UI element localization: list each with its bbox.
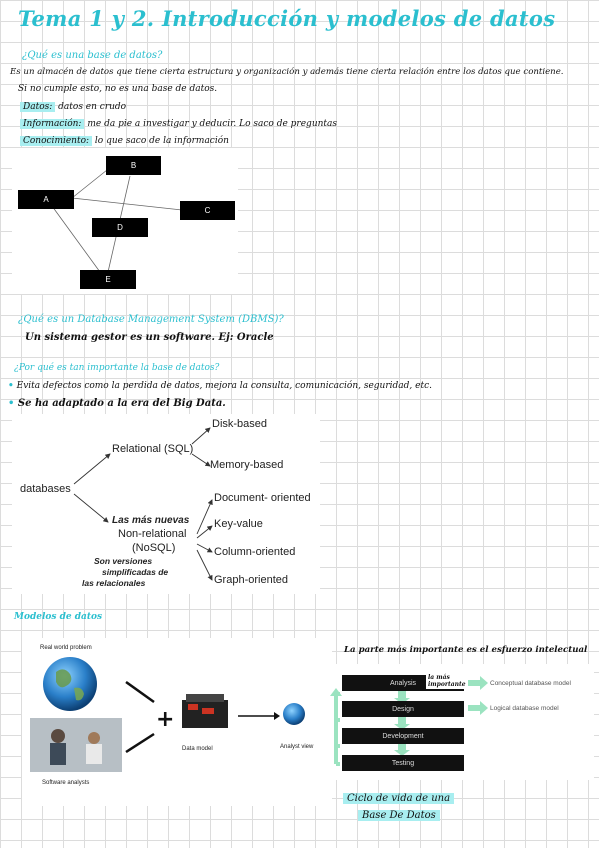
label-real-world: Real world problem: [40, 645, 92, 651]
importance-bullet-2: • Se ha adaptado a la era del Big Data.: [8, 398, 226, 409]
label-software-analysts: Software analysts: [42, 780, 90, 786]
edge-a-e: [51, 205, 101, 273]
analysis-note-line2: importante: [428, 680, 466, 688]
question-importance: ¿Por qué es tan importante la base de da…: [14, 363, 220, 373]
node-c: C: [180, 201, 235, 220]
bullet-text: Se ha adaptado a la era del Big Data.: [17, 398, 226, 409]
importance-bullet-1: • Evita defectos como la perdida de dato…: [8, 381, 432, 391]
taxonomy-memory-based: Memory-based: [210, 459, 284, 471]
taxonomy-document: Document- oriented: [214, 492, 311, 504]
step-design: Design: [342, 701, 464, 717]
node-d: D: [92, 218, 148, 237]
plus-icon: +: [156, 707, 174, 732]
taxonomy-relational: Relational (SQL): [112, 443, 194, 455]
term-datos: Datos: datos en crudo: [20, 102, 126, 112]
lifecycle-caption-2: Base De Datos: [358, 810, 440, 821]
data-model-graphics: +: [30, 657, 305, 772]
taxonomy-nonrel-note: Las más nuevas: [112, 515, 190, 526]
database-definition: Es un almacén de datos que tiene cierta …: [10, 67, 564, 77]
lifecycle-diagram: Analysis la más importante Design Develo…: [322, 664, 594, 780]
taxonomy-nonrel-line2: (NoSQL): [132, 542, 176, 554]
edge-a-c: [71, 197, 183, 211]
term-conocimiento: Conocimiento: lo que saco de la informac…: [20, 136, 229, 146]
term-desc: me da pie a investigar y deducir. Lo sac…: [87, 119, 338, 129]
taxonomy-simpl-note-2: simplificadas de: [102, 567, 169, 577]
node-e: E: [80, 270, 136, 289]
database-note: Si no cumple esto, no es una base de dat…: [18, 84, 218, 94]
term-informacion: Información: me da pie a investigar y de…: [20, 119, 337, 129]
bullet-text: Evita defectos como la perdida de datos,…: [16, 381, 432, 391]
term-label: Datos:: [20, 102, 56, 112]
node-a: A: [18, 190, 74, 209]
taxonomy-graph: Graph-oriented: [214, 574, 288, 586]
step-development: Development: [342, 728, 464, 744]
lifecycle-arrows: [330, 676, 488, 766]
heading-data-models: Modelos de datos: [14, 612, 103, 622]
term-label: Información:: [20, 119, 85, 129]
analyst-globe-icon: [283, 703, 305, 725]
globe-icon: [43, 657, 97, 711]
lifecycle-caption-1: Ciclo de vida de una: [343, 793, 455, 804]
graph-diagram: A B C D E: [12, 148, 238, 294]
bullet-dot: •: [8, 398, 15, 409]
taxonomy-column: Column-oriented: [214, 546, 296, 558]
step-testing: Testing: [342, 755, 464, 771]
taxonomy-disk-based: Disk-based: [212, 418, 268, 430]
analysts-photo: [30, 718, 122, 772]
bullet-dot: •: [8, 381, 14, 391]
taxonomy-key-value: Key-value: [214, 518, 263, 530]
data-model-diagram: Real world problem + Software analysts D…: [22, 638, 332, 806]
analysis-note: la más importante: [426, 674, 468, 689]
edge-a-b: [71, 165, 113, 199]
label-analyst-view: Analyst view: [280, 744, 314, 750]
taxonomy-simpl-note-3: las relacionales: [82, 578, 146, 588]
taxonomy-arrows: [73, 427, 213, 581]
lifecycle-heading: La parte más importante es el esfuerzo i…: [344, 645, 588, 655]
dbms-answer: Un sistema gestor es un software. Ej: Or…: [25, 332, 274, 343]
term-label: Conocimiento:: [20, 136, 93, 146]
page-title: Tema 1 y 2. Introducción y modelos de da…: [18, 6, 556, 31]
label-data-model: Data model: [182, 746, 213, 752]
question-database: ¿Qué es una base de datos?: [22, 50, 163, 61]
taxonomy-diagram: databases Relational (SQL) Disk-based Me…: [12, 414, 320, 594]
analysis-note-line1: la más: [428, 674, 450, 681]
question-dbms: ¿Qué es un Database Management System (D…: [18, 314, 284, 325]
output-conceptual: Conceptual database model: [490, 680, 571, 687]
node-b: B: [106, 156, 161, 175]
term-desc: datos en crudo: [58, 102, 127, 112]
taxonomy-simpl-note-1: Son versiones: [94, 556, 153, 566]
output-logical: Logical database model: [490, 705, 559, 712]
taxonomy-nonrel-line1: Non-relational: [118, 528, 187, 540]
term-desc: lo que saco de la información: [94, 136, 229, 146]
taxonomy-root: databases: [20, 483, 71, 495]
